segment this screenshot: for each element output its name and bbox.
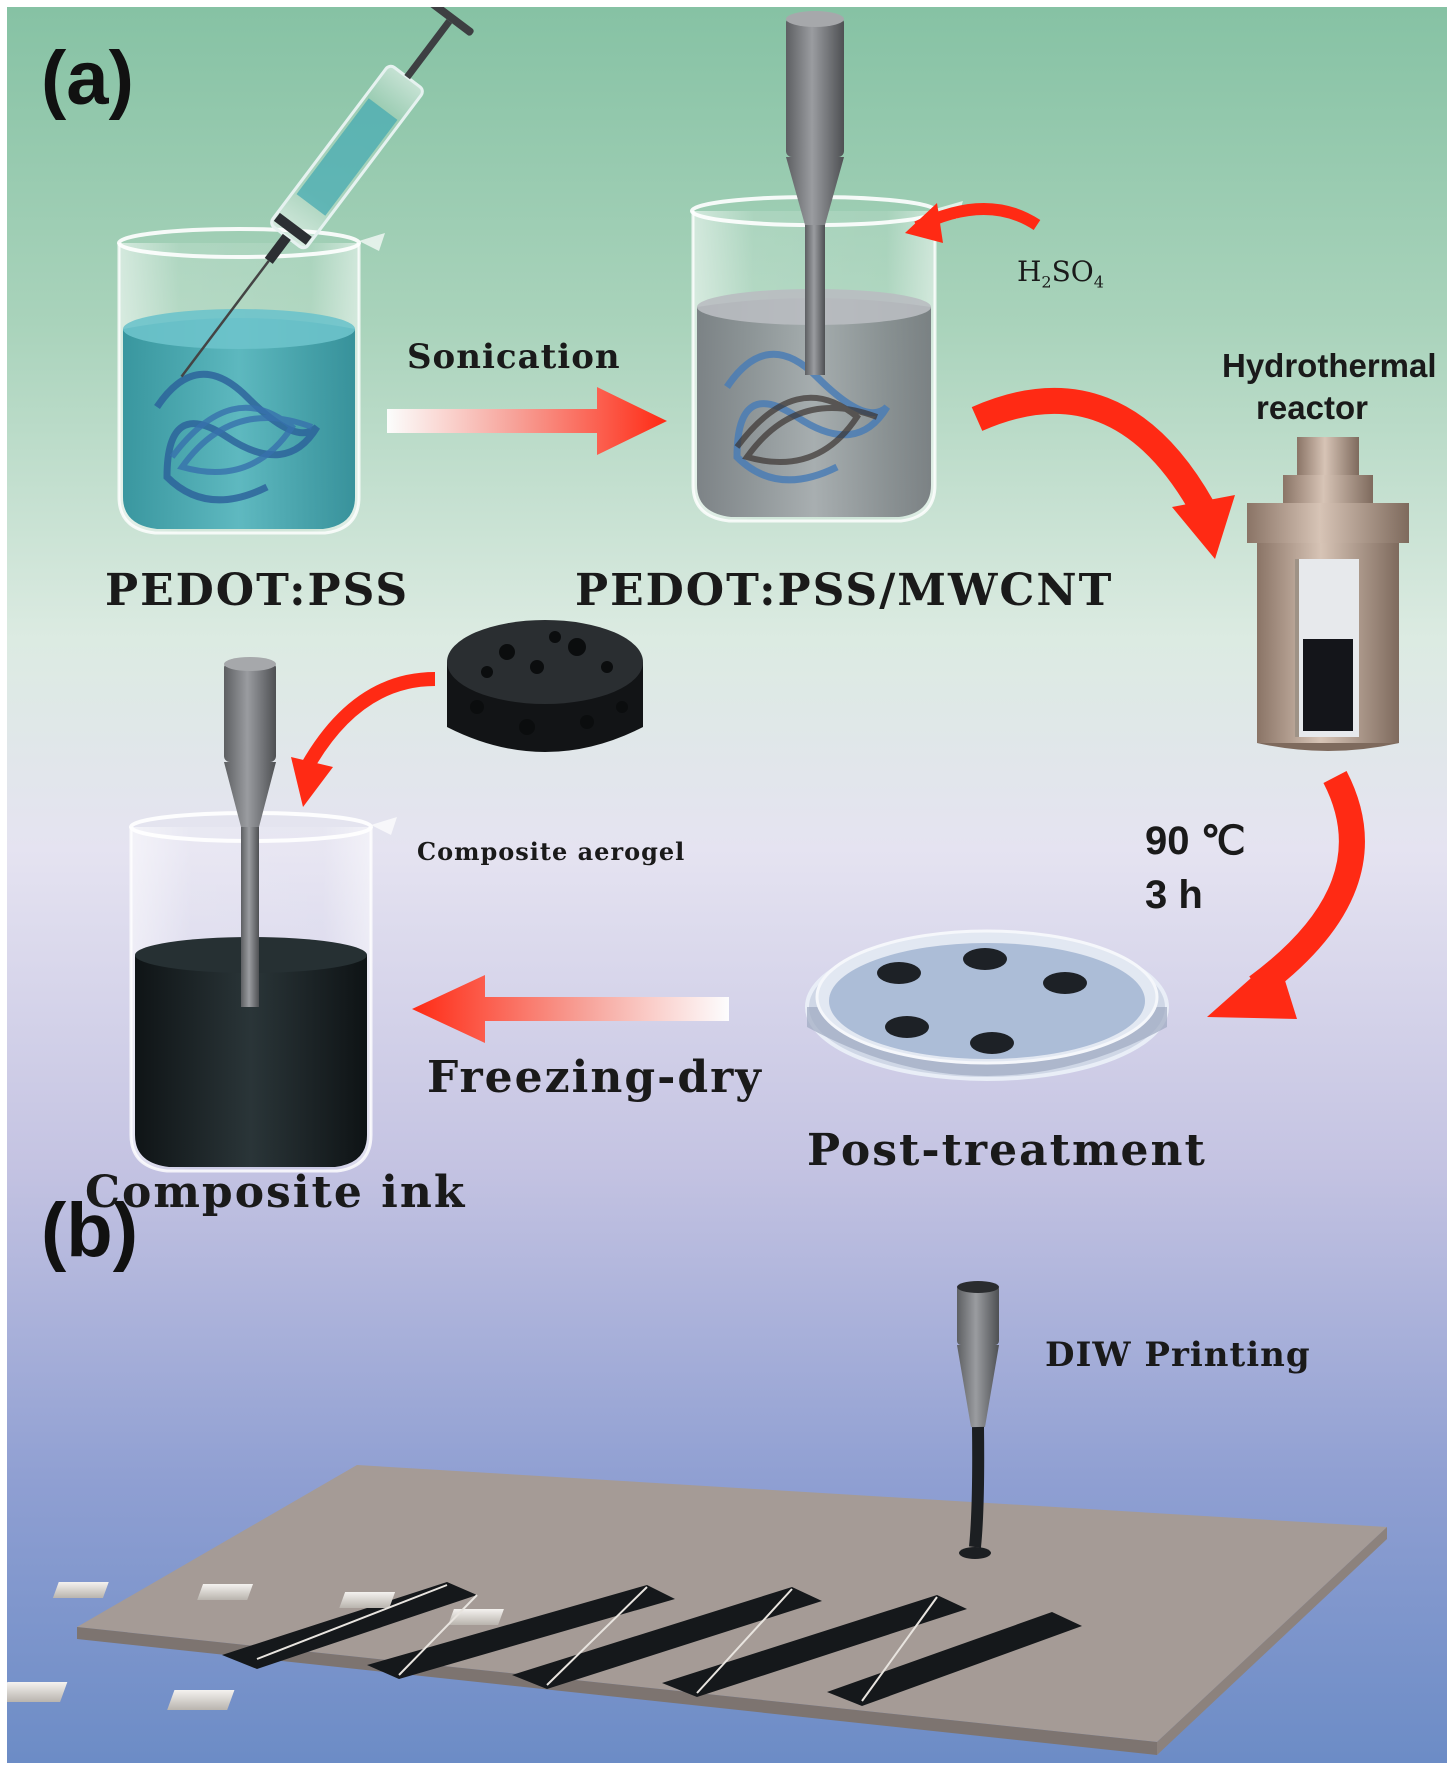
arrow-aerogel-to-ink: [291, 672, 436, 807]
label-h2so4: H2SO4: [1017, 255, 1104, 292]
label-duration: 3 h: [1145, 873, 1203, 917]
label-composite-ink: Composite ink: [85, 1167, 467, 1218]
petri-dish-icon: [805, 929, 1169, 1081]
arrow-h2so4: [905, 203, 1041, 243]
hydrothermal-reactor-icon: [1247, 437, 1409, 751]
figure: (a) (b) PEDOT:PSS PEDOT:PSS/MWCNT Sonica…: [7, 7, 1447, 1763]
arrow-freezing-dry: [412, 975, 729, 1043]
arrow-to-reactor: [971, 387, 1235, 559]
sonicator-probe-icon: [786, 11, 844, 375]
beaker-composite-ink: [129, 811, 397, 1173]
label-pedot-pss-mwcnt: PEDOT:PSS/MWCNT: [575, 565, 1114, 616]
label-sonication: Sonication: [407, 337, 621, 377]
printing-nozzle-icon: [957, 1281, 999, 1559]
arrow-to-petri: [1207, 771, 1365, 1019]
label-composite-aerogel: Composite aerogel: [417, 837, 686, 866]
beaker-pedot-pss: [117, 227, 385, 535]
panel-label-a: (a): [41, 36, 134, 121]
syringe-icon: [180, 7, 474, 378]
sonicator-probe-2-icon: [224, 657, 276, 1007]
arrow-sonication: [387, 387, 667, 455]
beaker-pedot-pss-mwcnt: [690, 195, 963, 523]
label-freezing-dry: Freezing-dry: [427, 1052, 763, 1103]
label-post-treatment: Post-treatment: [807, 1125, 1207, 1176]
printing-substrate: [7, 1465, 1387, 1755]
schematic-art: [7, 7, 1409, 1755]
panel-label-b: (b): [41, 1188, 139, 1273]
label-hydrothermal-reactor: Hydrothermal reactor: [1222, 347, 1437, 426]
label-pedot-pss: PEDOT:PSS: [105, 565, 410, 616]
label-temperature: 90 ℃: [1145, 819, 1246, 863]
aerogel-icon: [447, 620, 643, 752]
label-diw-printing: DIW Printing: [1045, 1335, 1311, 1375]
